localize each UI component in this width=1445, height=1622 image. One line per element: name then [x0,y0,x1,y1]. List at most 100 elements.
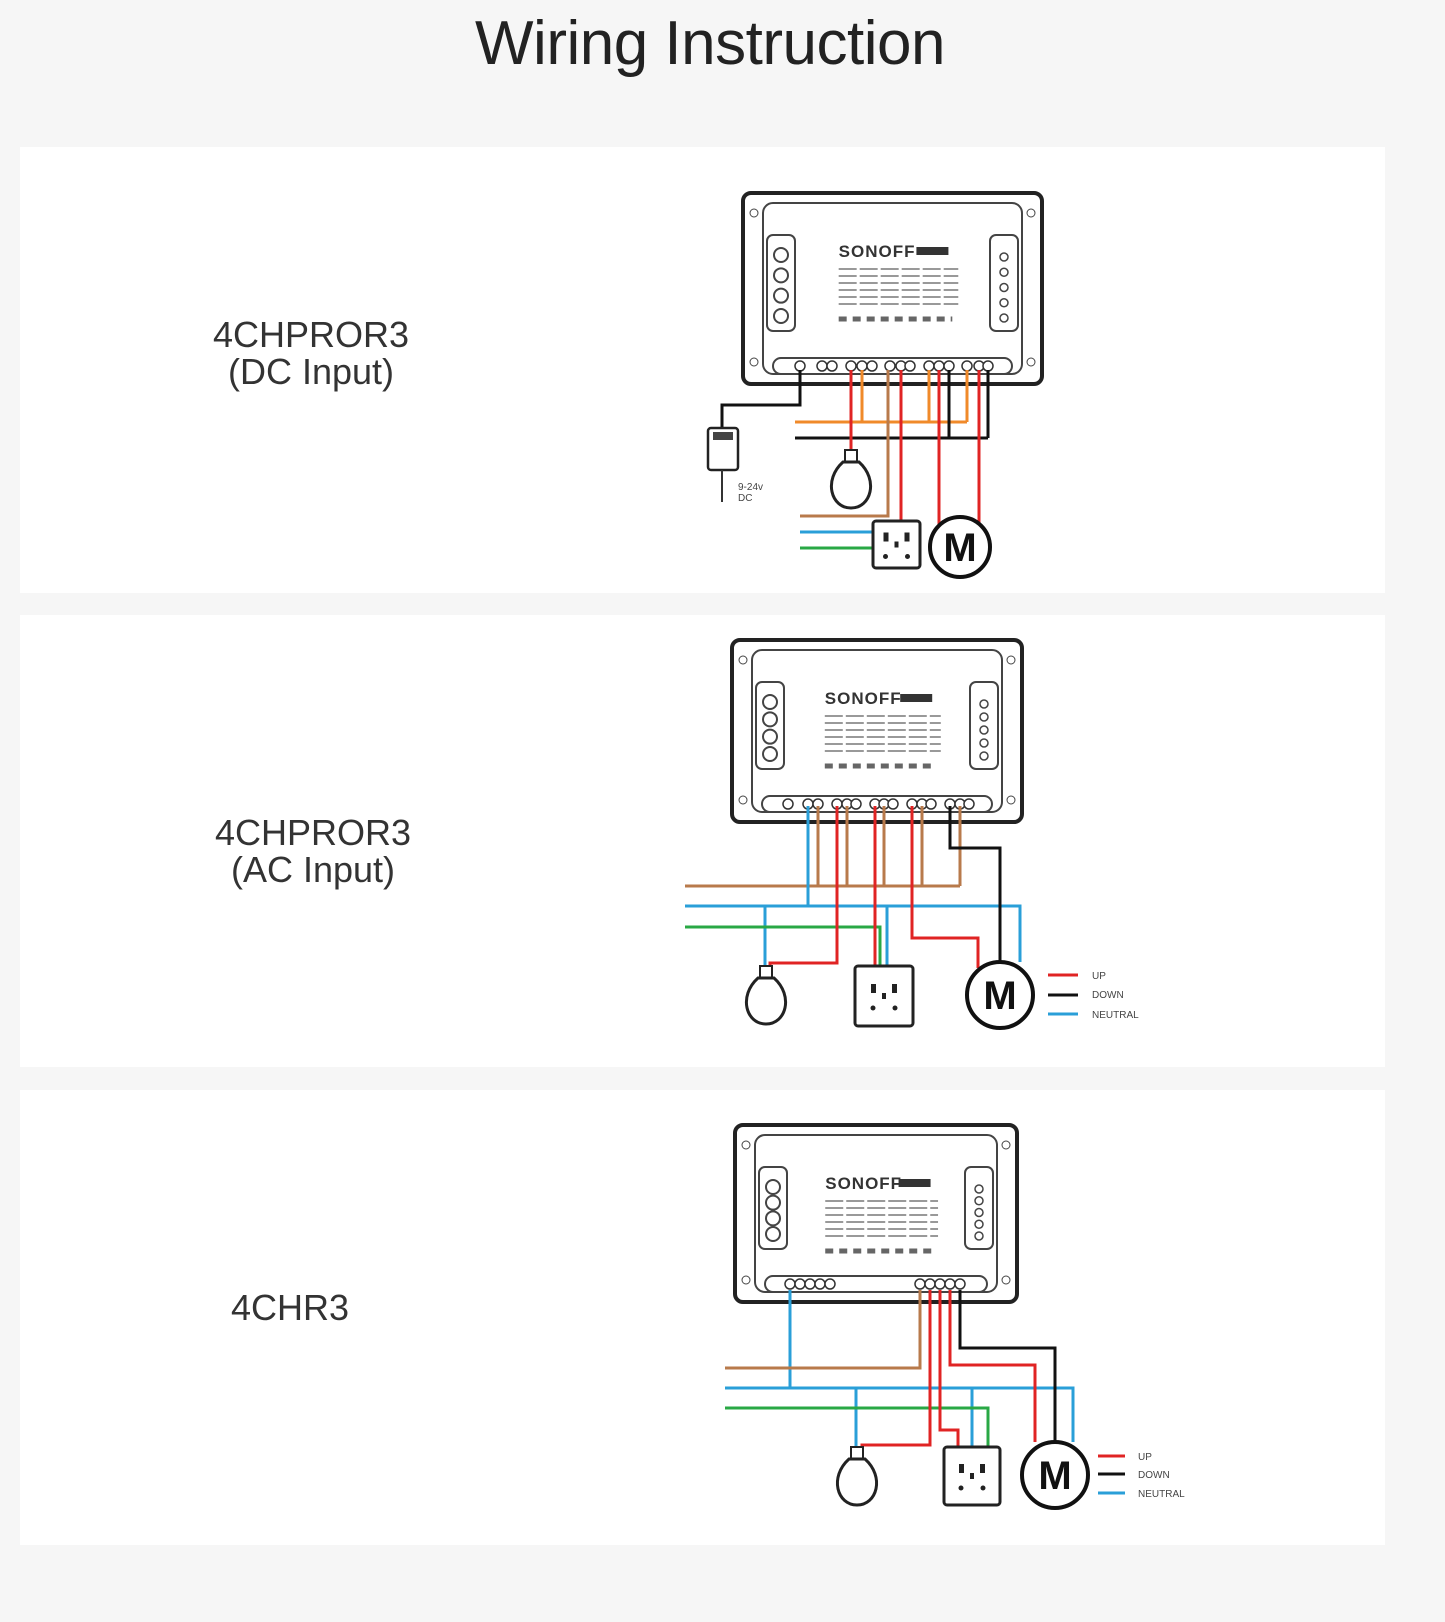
status-led [979,725,989,735]
status-led [974,1219,984,1229]
mounting-hole [741,1275,751,1285]
terminal-screw [794,360,806,372]
earth-wire [725,1406,990,1447]
panel-2-model: 4CHPROR3 [215,812,411,853]
mounting-hole [1026,357,1036,367]
terminal-screw [784,1278,796,1290]
channel-button [773,267,789,284]
sonoff-device: SONOFF [741,191,1044,386]
adapter-dc-label: DC [738,493,752,504]
neutral-bus [685,904,1022,962]
motor-circle [1020,1440,1090,1510]
socket-pin [958,1485,964,1491]
light-bulb-icon [745,965,787,1026]
mounting-hole [1006,655,1016,665]
terminal-screw [963,798,975,810]
wire [958,1290,1057,1442]
mounting-hole [749,357,759,367]
channel-button [762,711,778,728]
mounting-hole [1001,1275,1011,1285]
light-bulb-icon [830,449,872,510]
wire [938,1290,960,1447]
right-led-bracket [969,681,999,770]
channel-button [765,1179,781,1195]
mounting-hole [1026,208,1036,218]
motor-icon: M [928,515,992,579]
mounting-hole [738,795,748,805]
motor-symbol: M [983,974,1016,1018]
mounting-hole [1001,1140,1011,1150]
model-badge [898,1179,931,1187]
earth-wire [685,925,882,965]
live-wire [800,370,890,518]
light-bulb-icon [836,1446,878,1507]
left-button-bracket [766,234,796,332]
sonoff-device: SONOFF [733,1123,1019,1304]
terminal-strip [764,1275,988,1293]
legend-down: DOWN [1092,990,1124,1001]
motor-symbol: M [1038,1454,1071,1498]
bulb-base [759,965,773,979]
terminal-screw [924,1278,936,1290]
channel-button [773,308,789,324]
socket-pin [882,993,886,999]
socket-pin [904,532,910,542]
sonoff-logo: SONOFF [825,1174,902,1193]
bulb-glass [745,976,787,1026]
device-housing [733,1123,1019,1304]
status-led [974,1207,984,1218]
terminal-screw [954,1278,966,1290]
sonoff-device: SONOFF [730,638,1024,824]
socket-pin [892,1005,898,1011]
wire [948,1290,1037,1442]
panel-1-input: (DC Input) [228,351,394,392]
socket-pin [883,532,889,542]
power-socket-icon [871,519,922,570]
terminal-screw [944,1278,956,1290]
motor-symbol: M [943,526,976,570]
bulb-base [850,1446,864,1460]
motor-icon: M [965,960,1035,1030]
channel-button [762,728,778,745]
terminal-screw [934,1278,946,1290]
status-led [999,298,1009,308]
socket-pin [970,1473,974,1479]
terminal-screw [982,360,994,372]
page-title: Wiring Instruction [475,9,945,78]
terminal-screw [816,360,828,372]
channel-button [762,694,778,710]
channel-button [773,287,789,304]
terminal-strip [772,357,1013,375]
status-led [999,282,1009,293]
model-badge [900,694,933,702]
terminal-screw [804,1278,816,1290]
panel-2-input: (AC Input) [231,849,395,890]
socket-pin [883,554,888,559]
status-led [979,712,989,722]
legend-up: UP [1138,1452,1152,1463]
neutral-bus [725,1386,1075,1442]
terminal-screw [866,360,878,372]
panel-3-model: 4CHR3 [231,1287,349,1328]
terminal-screw [850,798,862,810]
terminal-screw [814,1278,826,1290]
left-button-bracket [755,681,785,770]
terminal-screw [923,360,935,372]
status-led [979,699,989,709]
status-led [999,252,1009,262]
socket-pin [980,1464,985,1473]
model-badge [916,247,949,255]
terminal-screw [904,360,916,372]
wire [948,806,1002,962]
status-led [974,1196,984,1206]
mounting-hole [741,1140,751,1150]
terminal-screw [845,360,857,372]
adapter-plug [713,432,733,440]
status-led [979,751,989,761]
terminal-screw [933,360,945,372]
motor-circle [928,515,992,579]
adapter-voltage-label: 9-24v [738,482,763,493]
terminal-screw [856,360,868,372]
dc-power-wire [720,370,802,428]
mounting-hole [738,655,748,665]
